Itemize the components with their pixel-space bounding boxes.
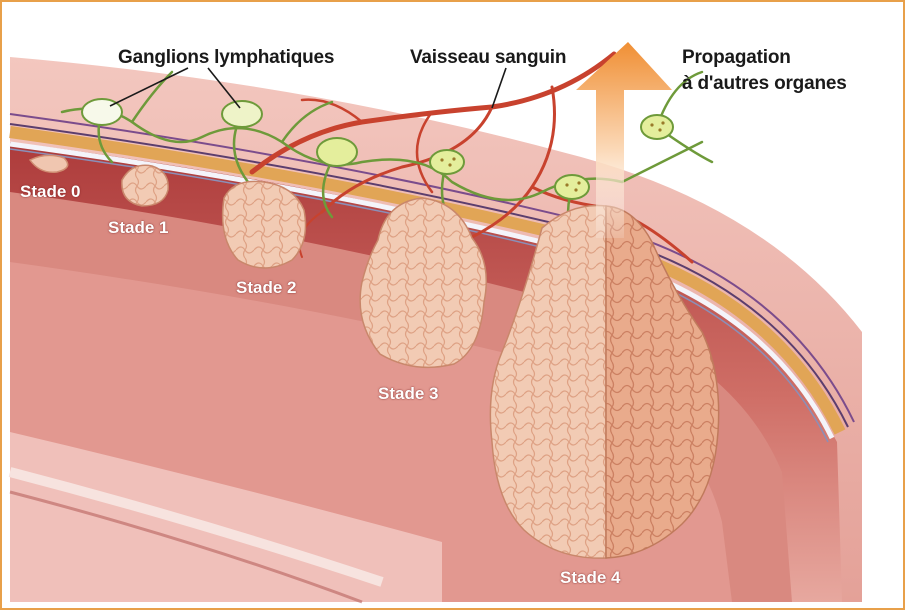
lymph-node xyxy=(317,138,357,166)
label-stage-4: Stade 4 xyxy=(560,568,620,588)
tumor-stage-2 xyxy=(223,181,306,268)
label-stage-1: Stade 1 xyxy=(108,218,168,238)
lymph-node xyxy=(430,150,464,174)
label-spread-line1: Propagation xyxy=(682,46,791,69)
tumor-stage-1 xyxy=(122,165,168,206)
lymph-node xyxy=(555,175,589,199)
label-stage-3: Stade 3 xyxy=(378,384,438,404)
label-stage-2: Stade 2 xyxy=(236,278,296,298)
lymph-node xyxy=(222,101,262,127)
label-stage-0: Stade 0 xyxy=(20,182,80,202)
label-lymph-nodes: Ganglions lymphatiques xyxy=(118,46,334,69)
label-blood-vessel: Vaisseau sanguin xyxy=(410,46,566,69)
lymph-node xyxy=(641,115,673,139)
label-spread-line2: à d'autres organes xyxy=(682,72,847,95)
